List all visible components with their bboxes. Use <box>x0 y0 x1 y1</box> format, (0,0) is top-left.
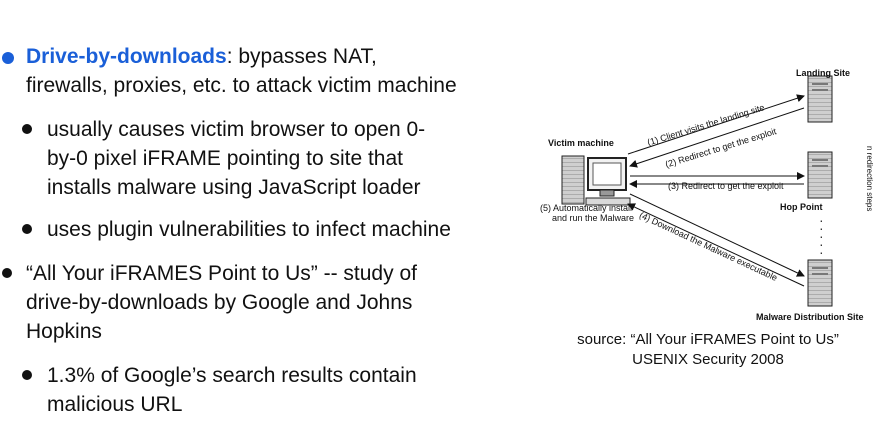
keyword-drive-by-downloads: Drive-by-downloads <box>26 45 227 68</box>
hop-point-label: Hop Point <box>780 202 823 212</box>
hop-point-server-icon <box>807 151 833 199</box>
step-5-label-line-1: (5) Automatically install <box>540 203 633 213</box>
bullet-1b-line-1: uses plugin vulnerabilities to infect ma… <box>47 218 451 241</box>
source-line-1: source: “All Your iFRAMES Point to Us” <box>577 331 839 348</box>
drive-by-download-diagram: Victim machine Landing Site Hop Point Ma… <box>530 50 882 330</box>
victim-machine-icon <box>561 155 631 206</box>
bullet-1a-line-2: by-0 pixel iFRAME pointing to site that <box>47 147 403 170</box>
arrow-4-back <box>627 203 805 287</box>
source-line-2: USENIX Security 2008 <box>632 351 784 368</box>
redirection-steps-note: n redirection steps <box>865 146 874 212</box>
bullet-1-text: : bypasses NAT, <box>226 45 377 68</box>
bullet-dot <box>22 124 32 134</box>
bullet-1-line-1: Drive-by-downloads: bypasses NAT, <box>26 42 377 71</box>
victim-machine-label: Victim machine <box>548 138 614 148</box>
bullet-2-line-3: Hopkins <box>26 320 102 343</box>
arrow-4-forward <box>629 193 805 277</box>
bullet-1a-line-1: usually causes victim browser to open 0- <box>47 118 426 141</box>
arrow-1 <box>627 94 805 155</box>
bullet-dot <box>22 370 32 380</box>
step-5-label-line-2: and run the Malware <box>552 213 635 223</box>
bullet-dot <box>22 224 32 234</box>
source-caption: source: “All Your iFRAMES Point to Us” U… <box>548 330 868 370</box>
bullet-list: Drive-by-downloads: bypasses NAT, firewa… <box>2 42 457 416</box>
vertical-dots: ····· <box>819 212 824 260</box>
arrow-2 <box>629 107 805 168</box>
landing-site-server-icon <box>807 75 833 123</box>
bullet-2-line-2: drive-by-downloads by Google and Johns <box>26 291 413 314</box>
bullet-1a-line-3: installs malware using JavaScript loader <box>47 176 421 199</box>
arrow-3-label: (3) Redirect to get the exploit <box>668 181 784 191</box>
bullet-dot <box>2 52 14 64</box>
landing-site-label: Landing Site <box>796 68 850 78</box>
malware-distribution-server-icon <box>807 259 833 307</box>
malware-distribution-site-label: Malware Distribution Site <box>756 312 864 322</box>
bullet-2a-line-2: malicious URL <box>47 393 183 416</box>
bullet-dot <box>2 268 12 278</box>
bullet-1-line-2: firewalls, proxies, etc. to attack victi… <box>26 74 457 97</box>
diagram-graphic <box>561 75 833 307</box>
bullet-2-line-1: “All Your iFRAMES Point to Us” -- study … <box>26 262 417 285</box>
bullet-2a-line-1: 1.3% of Google’s search results contain <box>47 364 417 387</box>
